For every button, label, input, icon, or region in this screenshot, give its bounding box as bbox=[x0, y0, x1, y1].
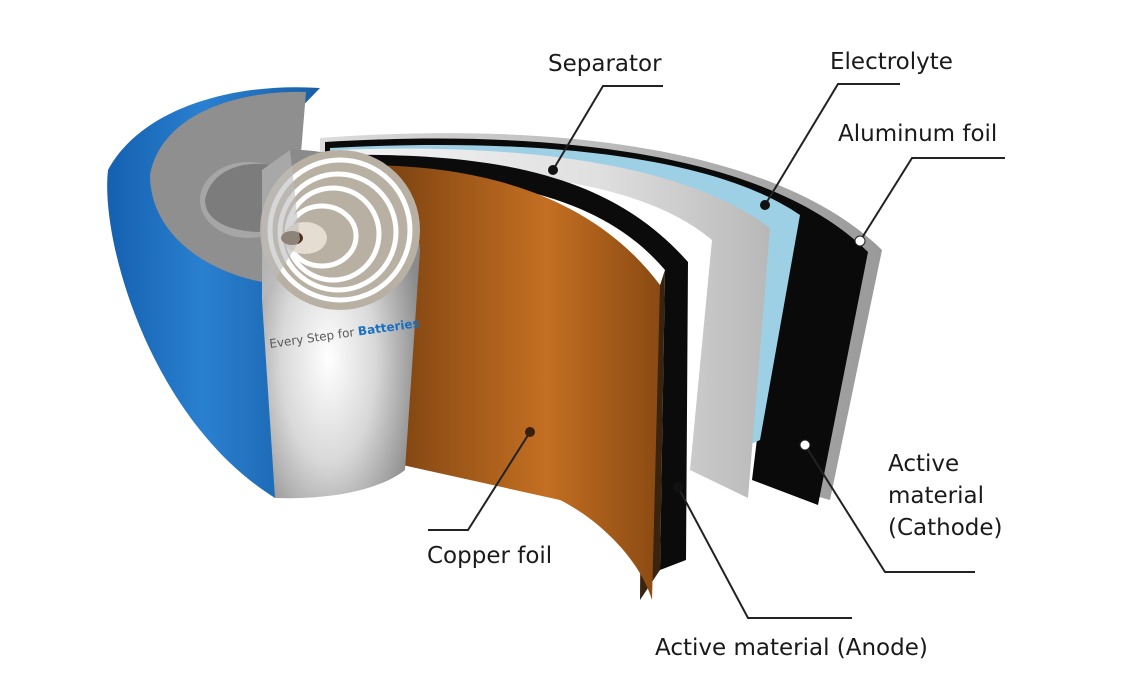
label-cathode-line-3: (Cathode) bbox=[888, 515, 1003, 542]
aluminum-leader bbox=[859, 157, 1005, 242]
copper-leader bbox=[428, 431, 531, 531]
label-electrolyte: Electrolyte bbox=[830, 49, 953, 75]
label-cathode: Active material (Cathode) bbox=[888, 448, 1003, 545]
cathode-layer bbox=[325, 138, 868, 505]
label-cathode-line-2: material bbox=[888, 483, 984, 510]
cathode-leader bbox=[804, 444, 975, 573]
label-separator: Separator bbox=[548, 51, 662, 77]
separator-leader bbox=[552, 85, 663, 171]
separator-layer bbox=[335, 148, 770, 498]
label-anode: Active material (Anode) bbox=[655, 635, 928, 661]
leader-dots bbox=[525, 165, 866, 492]
jelly-roll: Every Step for Batteries bbox=[260, 149, 420, 499]
label-aluminum-foil: Aluminum foil bbox=[838, 121, 998, 147]
label-copper-foil: Copper foil bbox=[427, 543, 553, 569]
copper-foil-layer bbox=[360, 165, 660, 600]
anode-leader bbox=[677, 486, 852, 619]
electrolyte-leader bbox=[764, 83, 900, 206]
label-cathode-line-1: Active bbox=[888, 451, 960, 477]
leader-lines bbox=[428, 83, 1005, 619]
